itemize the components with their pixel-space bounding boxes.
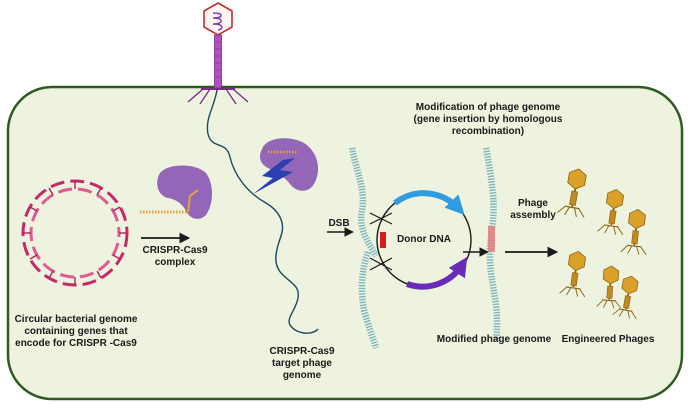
donor-dna-icon xyxy=(376,190,472,290)
dsb-label: DSB xyxy=(328,218,350,229)
dsb-cut-site xyxy=(380,232,386,248)
crispr-complex-label: CRISPR-Cas9 complex xyxy=(142,245,208,268)
injected-dna-strand xyxy=(206,89,319,334)
cas9-bound-target-icon xyxy=(260,138,319,191)
modified-phage-genome-ladder xyxy=(482,147,501,341)
donor-dna-label: Donor DNA xyxy=(397,234,451,245)
target-genome-label: CRISPR-Cas9 target phage genome xyxy=(269,346,335,381)
bacterial-genome-label: Circular bacterial genome containing gen… xyxy=(14,314,138,349)
engineered-phages-label: Engineered Phages xyxy=(561,334,655,345)
lightning-icon xyxy=(253,158,295,194)
modification-label: Modification of phage genome (gene inser… xyxy=(413,102,563,137)
recombination-crosses xyxy=(369,212,393,271)
background-panel xyxy=(6,85,684,401)
circular-bacterial-genome-icon xyxy=(21,179,129,287)
phage-assembly-label: Phage assembly xyxy=(510,198,556,221)
cut-phage-genome-ladder xyxy=(348,147,380,349)
modified-genome-label: Modified phage genome xyxy=(436,334,552,345)
cas9-protein-icon xyxy=(140,165,212,219)
bacteriophage-icon xyxy=(187,2,249,105)
